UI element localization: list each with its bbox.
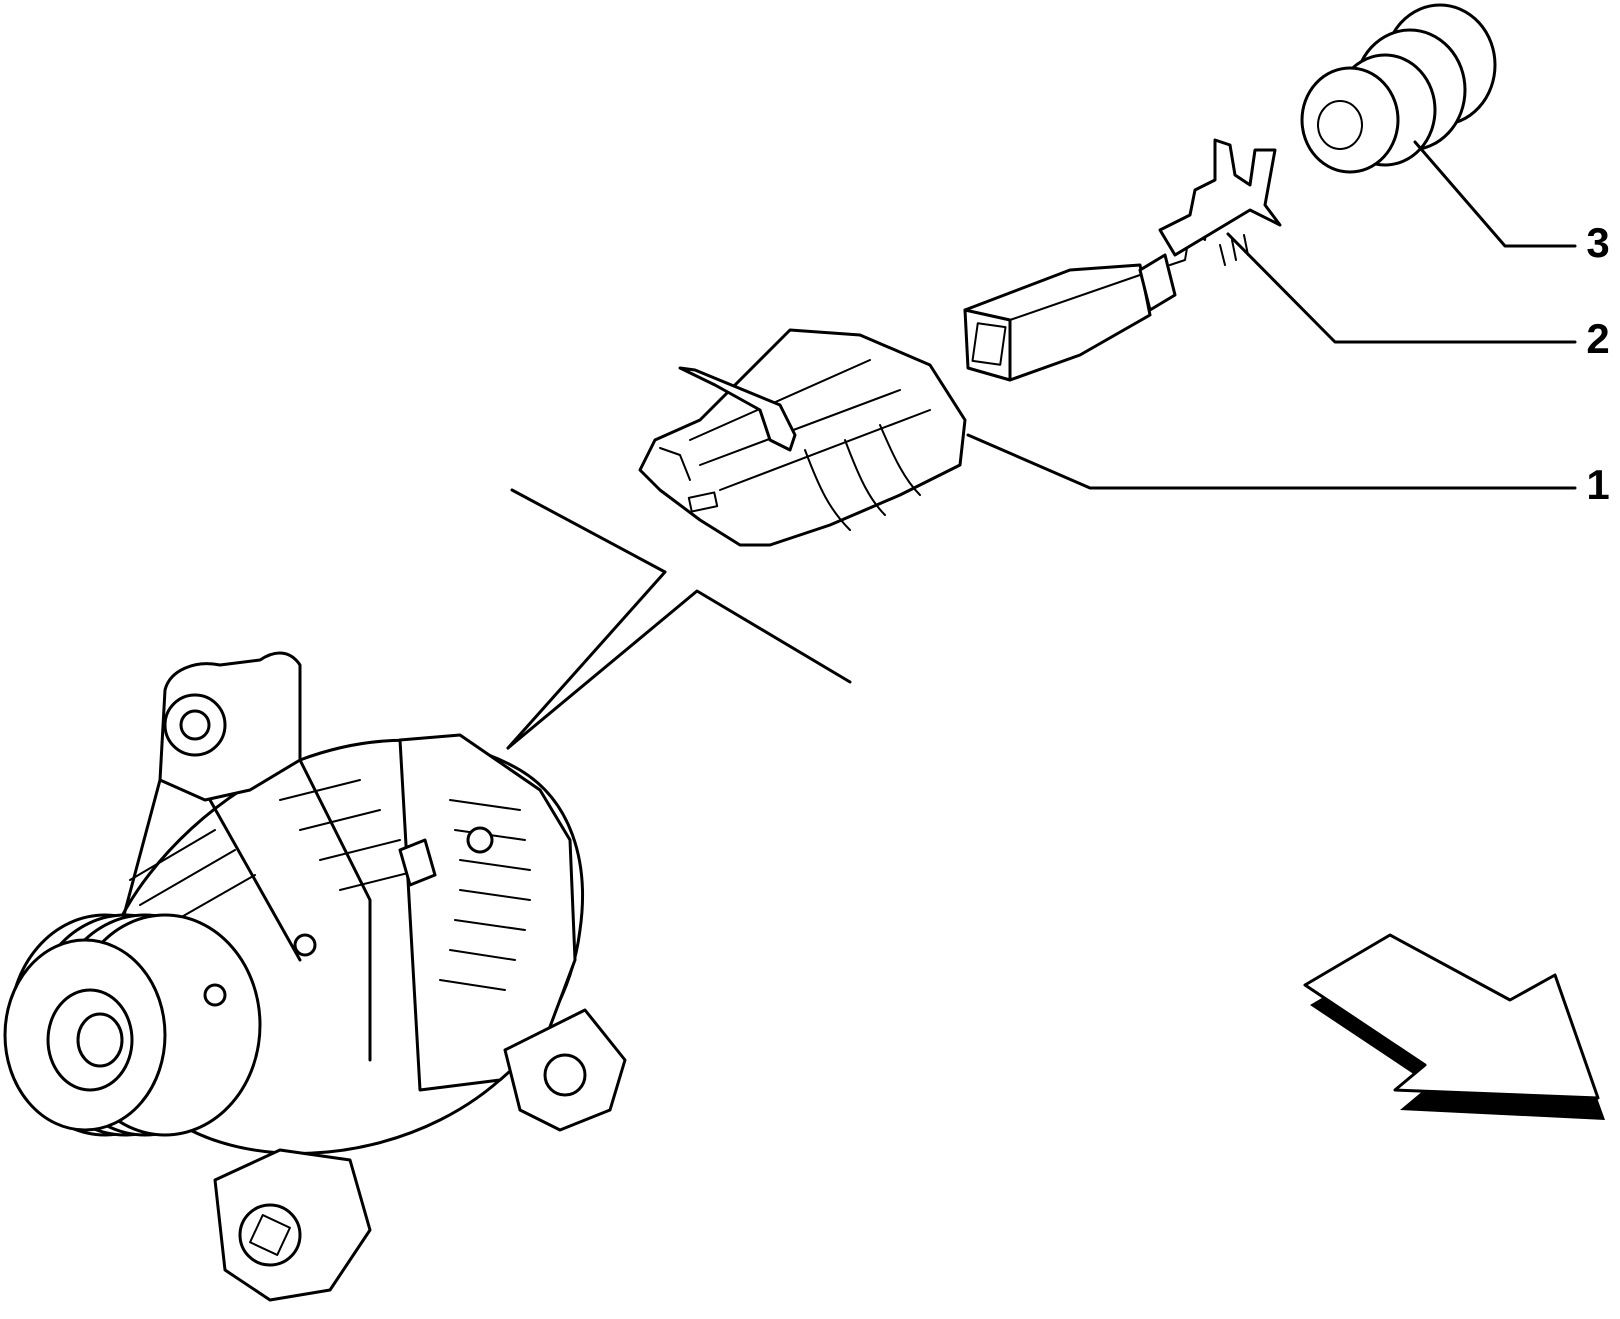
direction-arrow-icon xyxy=(1303,933,1605,1120)
callout-number-1: 1 xyxy=(1586,461,1609,508)
seal-grommet-icon xyxy=(1300,3,1497,174)
callout-number-3: 3 xyxy=(1586,219,1609,266)
connector-housing-icon xyxy=(638,328,967,547)
alternator-icon xyxy=(3,651,627,1302)
assembly-leader xyxy=(506,488,852,750)
callout-leaders xyxy=(966,140,1577,490)
crimp-terminal-icon xyxy=(963,138,1282,382)
callout-number-2: 2 xyxy=(1586,315,1609,362)
